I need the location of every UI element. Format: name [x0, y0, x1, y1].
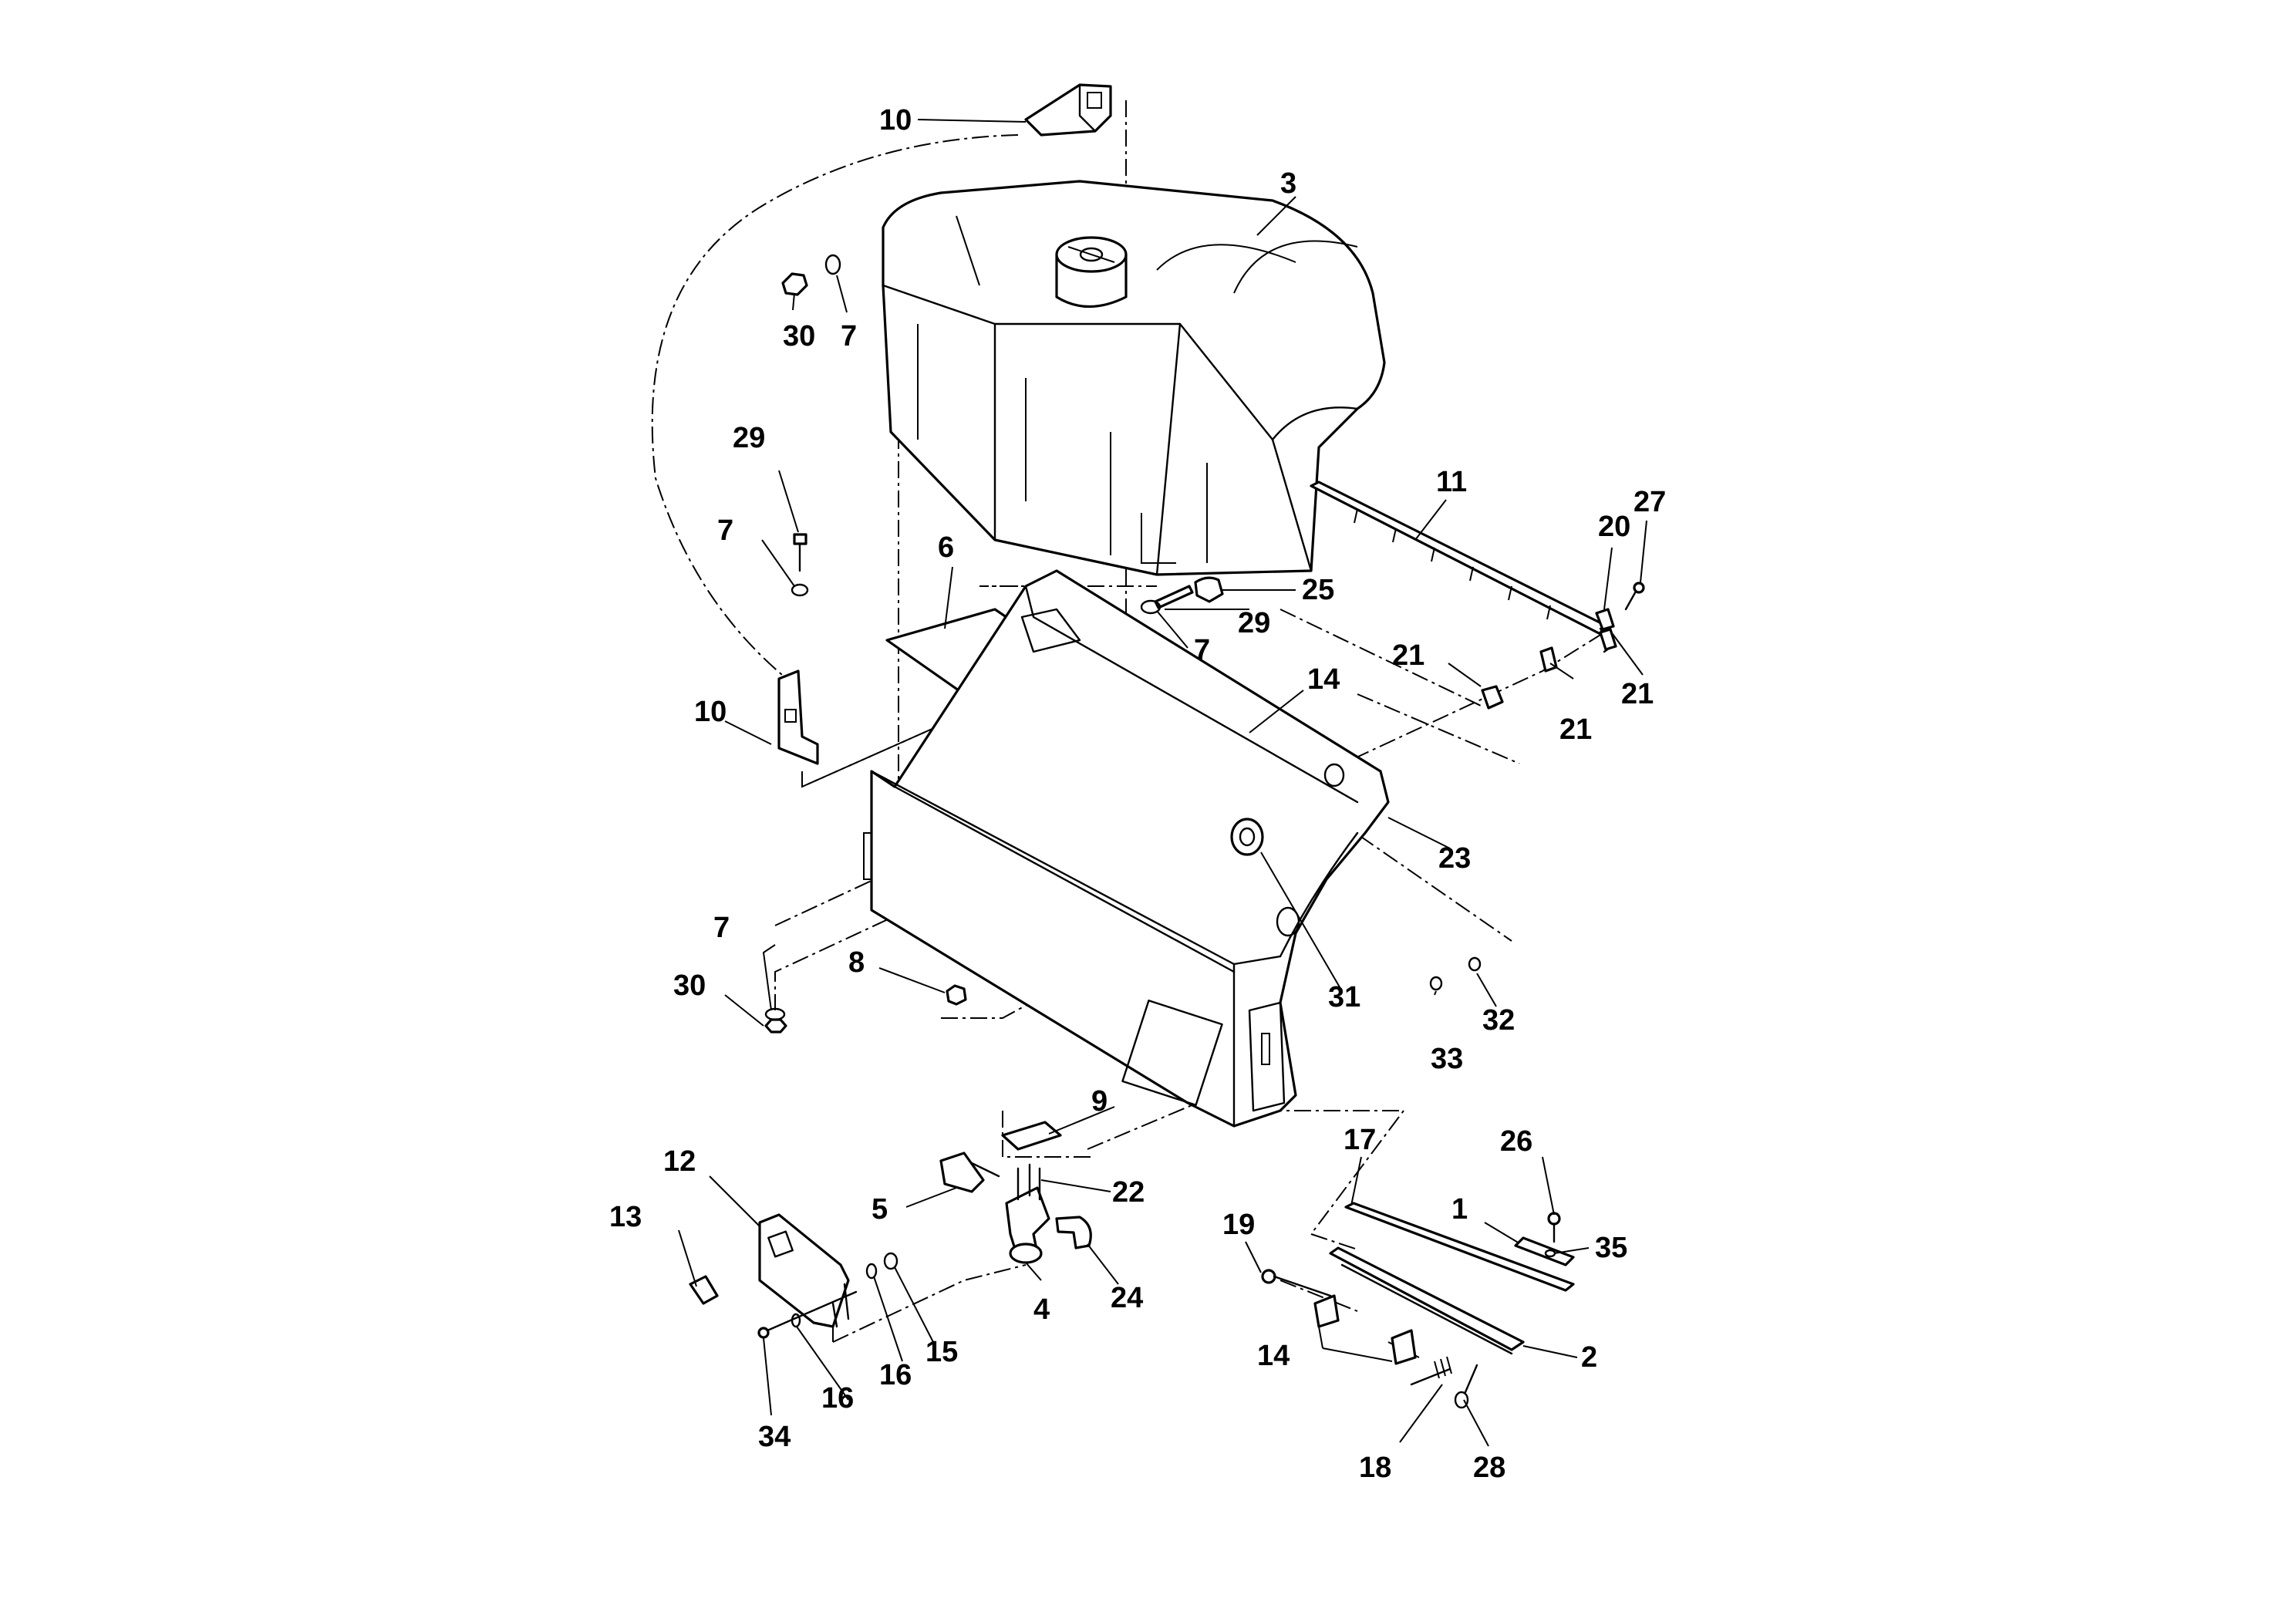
callout-4: 4: [1033, 1293, 1050, 1326]
callout-29a: 29: [733, 422, 765, 454]
callout-8: 8: [848, 946, 865, 979]
rail-2: [1329, 1246, 1525, 1355]
washer-15: [883, 1252, 899, 1270]
callout-16b: 16: [821, 1382, 854, 1415]
nut-washer-top: [781, 254, 841, 296]
callout-29b: 29: [1238, 607, 1270, 639]
ring-28: [1454, 1364, 1478, 1409]
callout-10a: 10: [879, 104, 912, 137]
callout-10b: 10: [694, 696, 727, 728]
callout-15: 15: [925, 1336, 958, 1368]
callout-7c: 7: [1194, 634, 1210, 666]
callout-27: 27: [1633, 486, 1666, 518]
leader-lines: [678, 119, 1647, 1447]
bolt-washer-left: [791, 533, 809, 597]
callout-28: 28: [1473, 1452, 1505, 1484]
bolt-washer-right: [1140, 576, 1224, 615]
callout-23: 23: [1438, 842, 1471, 875]
callout-7b: 7: [717, 514, 733, 547]
callout-33: 33: [1431, 1043, 1463, 1075]
callout-3: 3: [1280, 167, 1296, 200]
clip-set: [1481, 582, 1645, 710]
spring-pin-18: [1410, 1356, 1452, 1386]
nut-washer-bottom: [764, 1007, 787, 1034]
callout-7d: 7: [713, 912, 730, 944]
washers-32-33: [1429, 956, 1482, 991]
callout-24: 24: [1111, 1282, 1143, 1314]
bracket-14-lower: [1313, 1294, 1417, 1365]
plate-1: [1514, 1236, 1575, 1266]
callout-31: 31: [1328, 981, 1360, 1013]
hopper-frame: [863, 569, 1390, 1128]
callout-19: 19: [1222, 1209, 1255, 1241]
callout-30a: 30: [783, 320, 815, 352]
cover-plate: [758, 1213, 850, 1328]
callout-17: 17: [1344, 1124, 1376, 1156]
bracket-lower: [777, 669, 819, 765]
grommet: [1230, 818, 1264, 856]
elbow-fitting: [1055, 1216, 1092, 1249]
nut-8: [946, 984, 967, 1006]
callout-21a: 21: [1392, 639, 1424, 672]
spray-bar: [1310, 481, 1613, 653]
callout-30b: 30: [673, 969, 706, 1002]
washer-16b: [865, 1263, 878, 1280]
callout-11: 11: [1436, 466, 1467, 498]
callout-35: 35: [1595, 1232, 1627, 1264]
callout-22: 22: [1112, 1176, 1145, 1209]
callout-21b: 21: [1621, 678, 1654, 710]
handle: [939, 1152, 1000, 1193]
callout-14a: 14: [1307, 663, 1340, 696]
callout-16a: 16: [879, 1359, 912, 1391]
callout-13: 13: [609, 1201, 642, 1233]
callout-20: 20: [1598, 511, 1630, 543]
callout-7a: 7: [841, 320, 857, 352]
decal: [1001, 1121, 1062, 1151]
callout-labels: 10 3 30 7 29 7 10 6 25 29 7 14 11 20 27 …: [609, 104, 1666, 1484]
callout-21c: 21: [1559, 713, 1592, 746]
callout-6: 6: [938, 531, 954, 564]
valve-body: [1005, 1163, 1050, 1264]
bolt-34: [757, 1290, 858, 1339]
bracket-upper: [1024, 83, 1112, 137]
callout-18: 18: [1359, 1452, 1391, 1484]
callout-1: 1: [1451, 1193, 1468, 1226]
bolt-19: [1261, 1269, 1332, 1297]
callout-14b: 14: [1257, 1340, 1290, 1372]
callout-5: 5: [872, 1193, 888, 1226]
callout-32: 32: [1482, 1004, 1515, 1037]
tank: [882, 180, 1386, 576]
callout-2: 2: [1581, 1341, 1597, 1374]
bolt-26: [1547, 1212, 1561, 1243]
callout-12: 12: [663, 1145, 696, 1178]
callout-9: 9: [1091, 1085, 1108, 1118]
callout-34: 34: [758, 1421, 791, 1453]
callout-26: 26: [1500, 1125, 1532, 1158]
clip-13: [689, 1275, 719, 1305]
washer-16a: [791, 1313, 801, 1328]
callout-25: 25: [1302, 574, 1334, 606]
